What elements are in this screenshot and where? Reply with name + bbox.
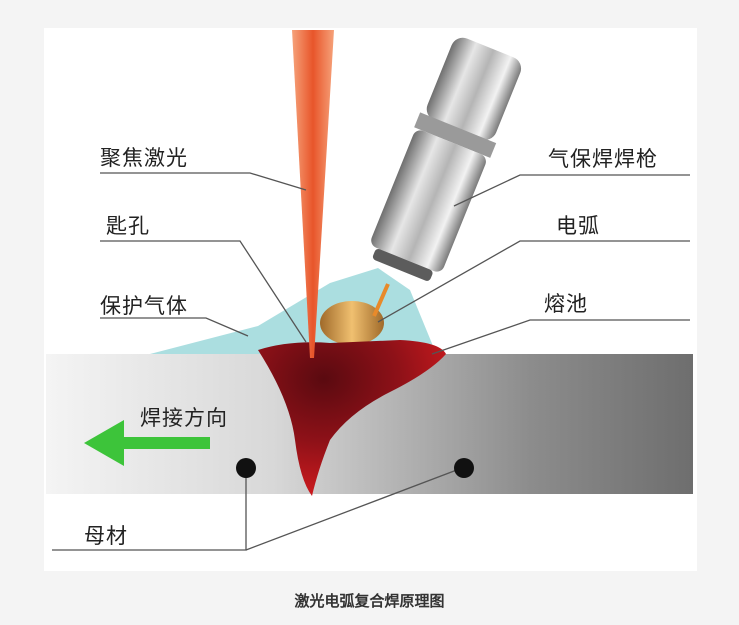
- molten-pool: [258, 340, 446, 496]
- leader-torch: [453, 174, 690, 207]
- label-arc: 电弧: [556, 214, 600, 238]
- mig-torch: [371, 37, 522, 281]
- laser-beam: [292, 30, 334, 358]
- filler-wire: [372, 283, 390, 317]
- left-arrow-icon: [84, 420, 210, 466]
- leader-focused-laser: [100, 172, 307, 191]
- base-metal-marker-right: [454, 458, 474, 478]
- label-shielding-gas: 保护气体: [100, 294, 188, 318]
- leader-shielding-gas: [100, 317, 249, 337]
- label-focused-laser: 聚焦激光: [100, 146, 188, 170]
- label-base-metal: 母材: [84, 524, 128, 548]
- leader-base-metal-2: [245, 467, 463, 551]
- arc-plasma: [320, 301, 384, 345]
- leader-lines: [52, 172, 690, 551]
- label-welding-direction: 焊接方向: [140, 406, 228, 430]
- label-keyhole: 匙孔: [106, 214, 150, 238]
- label-molten-pool: 熔池: [544, 292, 588, 316]
- leader-molten-pool: [431, 319, 690, 355]
- base-metal-marker-left: [236, 458, 256, 478]
- leader-keyhole: [100, 240, 307, 343]
- leader-arc: [377, 240, 690, 323]
- diagram-caption: 激光电弧复合焊原理图: [294, 592, 445, 610]
- label-mig-torch: 气保焊焊枪: [548, 147, 658, 171]
